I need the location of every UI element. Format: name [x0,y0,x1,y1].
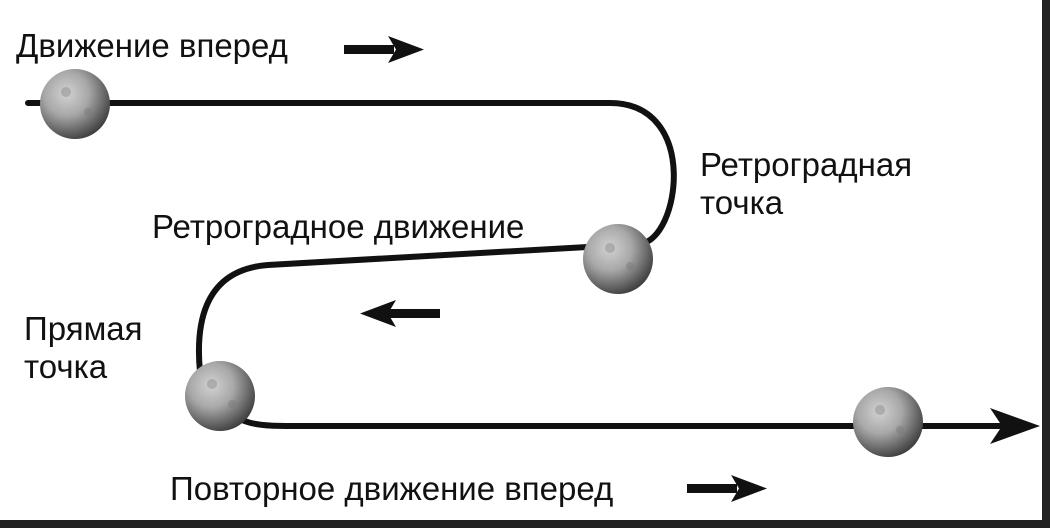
label-retrograde-point-line1: Ретроградная [700,146,913,183]
path-end-arrowhead-icon [990,408,1040,444]
planet-sphere-icon [583,224,653,294]
arrow-left-icon [360,300,440,327]
frame-right-edge [1042,0,1050,528]
label-direct-point: Прямая точка [24,310,142,386]
label-retrograde-point: Ретроградная точка [700,146,912,222]
planet-sphere-icon [185,361,255,431]
label-retrograde-motion-text: Ретроградное движение [152,208,525,245]
arrow-right-icon [344,36,424,63]
label-retrograde-point-line2: точка [700,184,784,221]
label-direct-point-line2: точка [24,348,108,385]
label-forward-motion-text: Движение вперед [16,27,288,64]
label-direct-point-line1: Прямая [24,310,143,347]
planet-sphere-icon [40,69,110,139]
label-forward-again-text: Повторное движение вперед [170,470,614,507]
frame-bottom-edge [0,520,1050,528]
arrow-right-icon [687,475,767,502]
label-retrograde-motion: Ретроградное движение [152,208,524,246]
planet-sphere-icon [853,387,923,457]
label-forward-again: Повторное движение вперед [170,470,613,508]
label-forward-motion: Движение вперед [16,27,288,65]
